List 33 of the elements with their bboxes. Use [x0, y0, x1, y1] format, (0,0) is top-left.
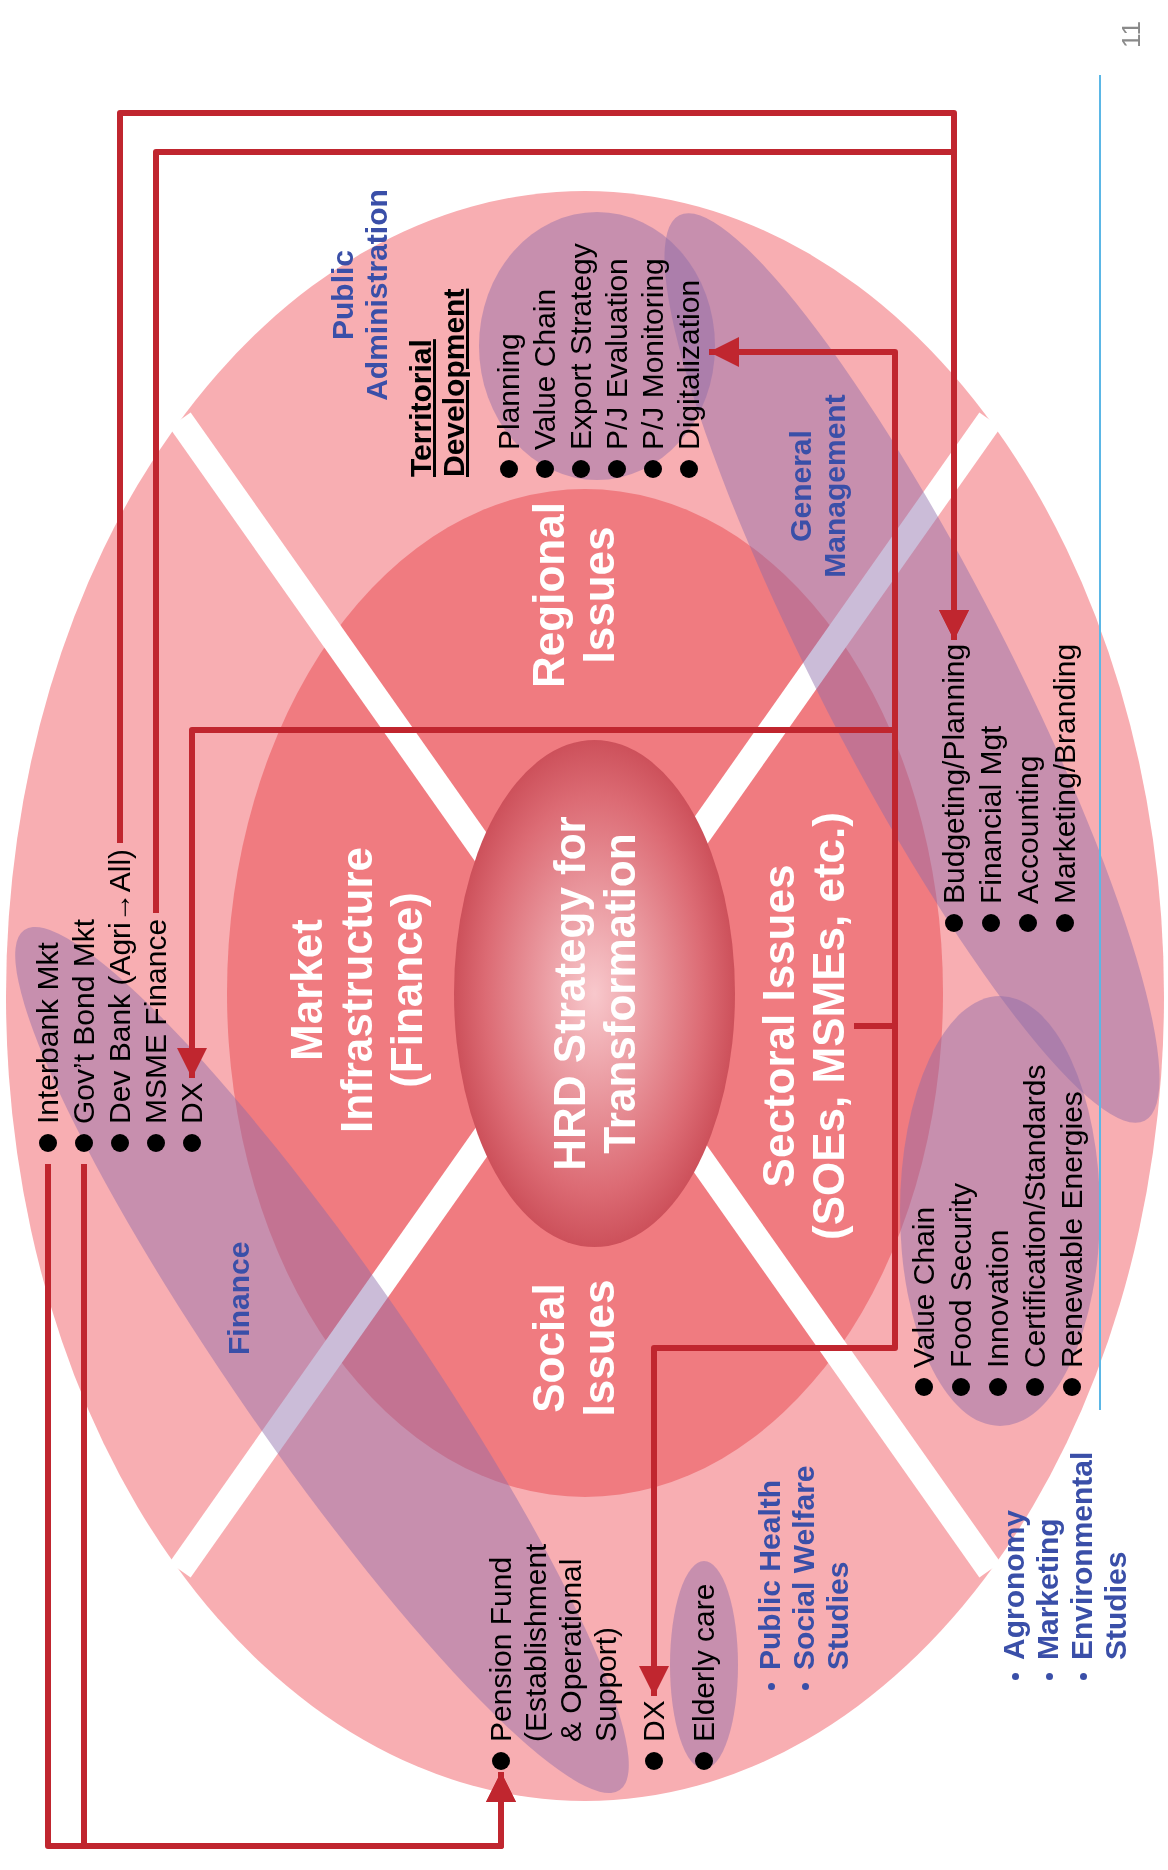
bullet-item: MSME Finance — [138, 918, 174, 1152]
category-label: Environmental Studies — [1065, 1418, 1133, 1680]
bullet-item: Dev Bank (Agri→All) — [102, 848, 138, 1152]
category-label: Public Health — [753, 1479, 787, 1690]
bullet-item: Value Chain — [906, 1206, 942, 1396]
page-number: 11 — [1116, 21, 1146, 48]
category-label: Public Administration — [326, 188, 394, 403]
bullet-item: Interbank Mkt — [30, 942, 66, 1152]
category-label: General Management — [784, 393, 852, 580]
category-label: Finance — [222, 1241, 256, 1355]
bullet-item: Financial Mgt — [973, 725, 1009, 932]
bullet-item: P/J Monitoring — [635, 258, 671, 478]
bullet-item: Gov’t Bond Mkt — [66, 918, 102, 1152]
section-heading: Territorial Development — [404, 287, 470, 477]
bullet-item: Elderly care — [686, 1583, 722, 1770]
category-label: Agronomy — [997, 1510, 1031, 1680]
bullet-item: Budgeting/Planning — [936, 643, 972, 932]
bullet-item: Renewable Energies — [1054, 1091, 1090, 1396]
segment-label: Market Infrastructure (Finance) — [282, 810, 432, 1170]
category-label: Social Welfare Studies — [787, 1450, 855, 1690]
category-label: Marketing — [1031, 1518, 1065, 1680]
bullet-item: Food Security — [943, 1182, 979, 1396]
bullet-item: DX — [636, 1700, 672, 1770]
bullet-item: Digitalization — [671, 279, 707, 478]
segment-label: Sectoral Issues (SOEs, MSMEs, etc.) — [754, 806, 854, 1246]
bullet-item: DX — [174, 1082, 210, 1152]
bullet-item: Pension Fund (Establishment & Operational Support) — [483, 1524, 623, 1770]
bullet-item: Marketing/Branding — [1047, 643, 1083, 932]
connector-arrow — [153, 149, 969, 913]
bullet-item: Innovation — [980, 1229, 1016, 1396]
bullet-item: Planning — [491, 333, 527, 478]
bullet-item: Accounting — [1010, 755, 1046, 932]
bullet-item: Certification/Standards — [1017, 1064, 1053, 1396]
